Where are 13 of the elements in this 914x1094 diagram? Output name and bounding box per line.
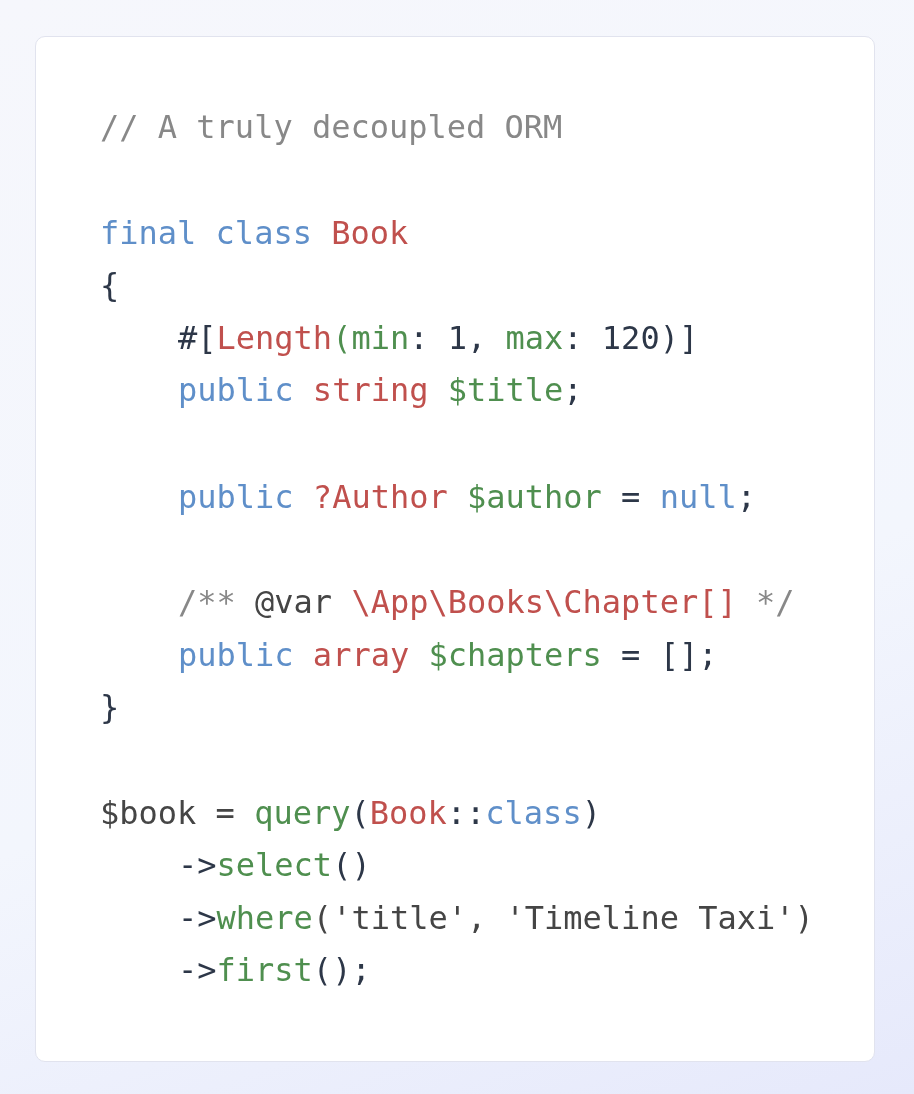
code-line: { [100, 265, 120, 305]
code-line: // A truly decoupled ORM [100, 107, 563, 147]
code-line: public array $chapters = []; [178, 635, 718, 675]
code-line: ->first(); [178, 950, 371, 990]
code-line: ->select() [178, 845, 371, 885]
code-line: public string $title; [178, 370, 583, 410]
code-line: ->where('title', 'Timeline Taxi') [178, 898, 814, 938]
code-line: final class Book [100, 213, 409, 253]
code-line: $book = query(Book::class) [100, 793, 601, 833]
code-line: #[Length(min: 1, max: 120)] [178, 318, 699, 358]
code-line: } [100, 687, 120, 727]
code-line: /** @var \App\Books\Chapter[] */ [178, 582, 795, 622]
code-line: public ?Author $author = null; [178, 477, 756, 517]
